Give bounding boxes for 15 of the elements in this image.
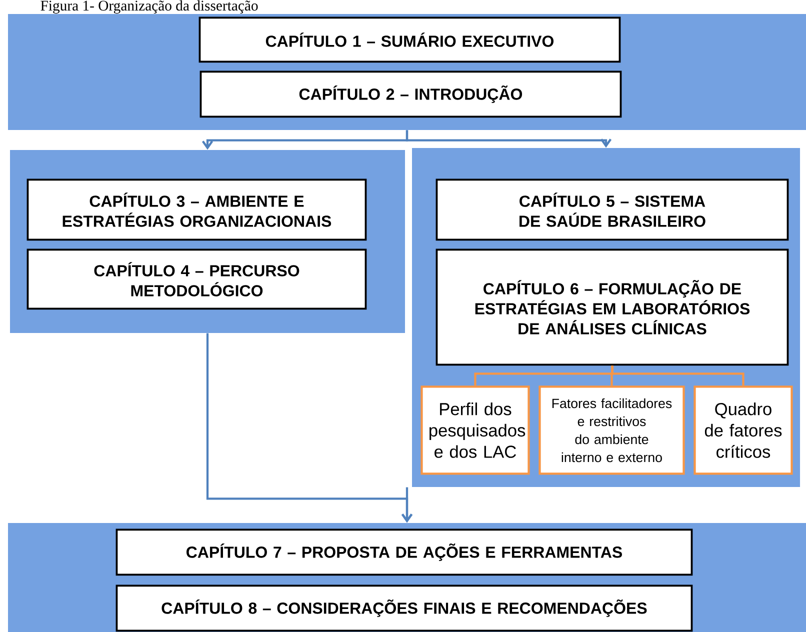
chapter-box: CAPÍTULO 3 – AMBIENTE E ESTRATÉGIAS ORGANIZACIONAIS xyxy=(26,178,367,241)
connector xyxy=(406,130,612,148)
topic-box: Fatores facilitadores e restritivos do ambiente interno e externo xyxy=(538,386,685,475)
chapter-box: CAPÍTULO 1 – SUMÁRIO EXECUTIVO xyxy=(198,16,621,63)
connector xyxy=(611,366,744,386)
figure-title: Figura 1- Organização da dissertação xyxy=(40,0,258,14)
chapter-box: CAPÍTULO 8 – CONSIDERAÇÕES FINAIS E RECOMENDAÇÕES xyxy=(116,584,693,632)
chapter-box: CAPÍTULO 2 – INTRODUÇÃO xyxy=(200,70,622,118)
chapter-box: CAPÍTULO 7 – PROPOSTA DE AÇÕES E FERRAMENTAS xyxy=(116,528,693,576)
connector xyxy=(401,487,413,523)
chapter-box: CAPÍTULO 5 – SISTEMA DE SAÚDE BRASILEIRO xyxy=(436,178,789,241)
chapter-box: CAPÍTULO 6 – FORMULAÇÃO DE ESTRATÉGIAS EM LABORATÓRIOS DE ANÁLISES CLÍNICAS xyxy=(436,248,789,366)
topic-box: Quadro de fatores críticos xyxy=(694,386,793,475)
topic-box: Perfil dos pesquisados e dos LAC xyxy=(420,386,530,475)
chapter-box: CAPÍTULO 4 – PERCURSO METODOLÓGICO xyxy=(26,248,367,310)
